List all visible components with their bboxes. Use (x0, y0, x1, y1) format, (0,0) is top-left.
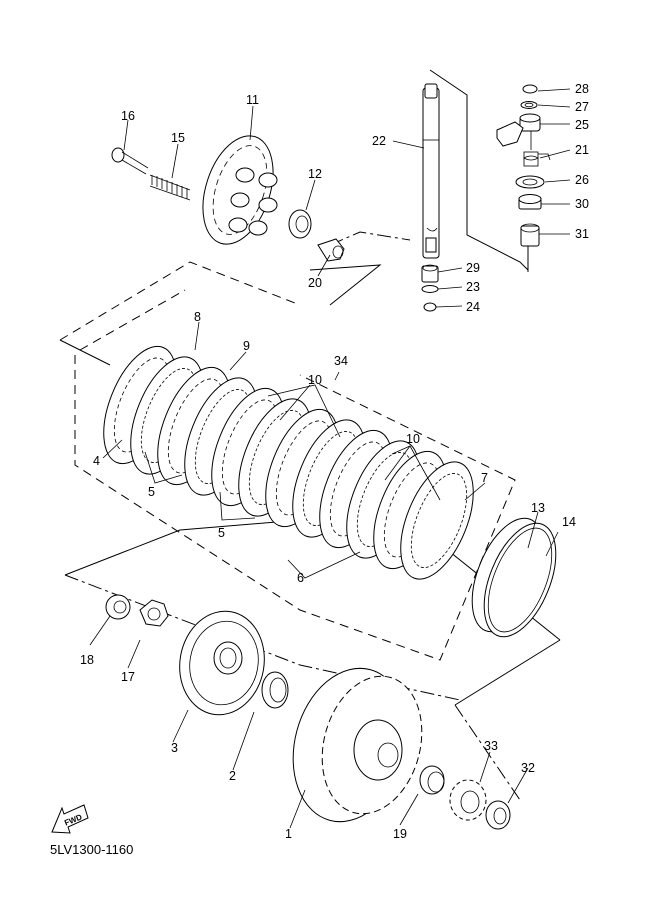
callout-4: 4 (93, 454, 100, 468)
callout-34: 34 (334, 354, 348, 368)
clutch-bolt (111, 147, 149, 175)
callout-18: 18 (80, 653, 94, 667)
callout-19: 19 (393, 827, 407, 841)
callout-labels: 1 2 3 4 5 5 6 7 8 9 10 10 11 12 13 14 15… (80, 82, 589, 841)
callout-5b: 5 (218, 526, 225, 540)
callout-2: 2 (229, 769, 236, 783)
callout-16: 16 (121, 109, 135, 123)
callout-8: 8 (194, 310, 201, 324)
callout-23: 23 (466, 280, 480, 294)
callout-3: 3 (171, 741, 178, 755)
small-parts-below-shaft (421, 264, 439, 312)
push-lever-shaft (422, 83, 440, 259)
callout-9: 9 (243, 339, 250, 353)
callout-32: 32 (521, 761, 535, 775)
rings-13-14 (471, 517, 557, 638)
callout-13: 13 (531, 501, 545, 515)
callout-21: 21 (575, 143, 589, 157)
clutch-spring (149, 174, 191, 201)
callout-10b: 10 (406, 432, 420, 446)
callout-30: 30 (575, 197, 589, 211)
callout-22: 22 (372, 134, 386, 148)
pressure-plate-group (111, 135, 345, 262)
callout-5a: 5 (148, 485, 155, 499)
clutch-plate (400, 461, 474, 580)
callout-1: 1 (285, 827, 292, 841)
diagram-reference-code: 5LV1300-1160 (50, 842, 134, 857)
plate-inner-teeth (410, 473, 468, 568)
forward-direction-arrow: FWD (51, 804, 89, 834)
lever-parts-column (496, 84, 551, 247)
callout-27: 27 (575, 100, 589, 114)
callout-25: 25 (575, 118, 589, 132)
callout-7: 7 (481, 471, 488, 485)
callout-26: 26 (575, 173, 589, 187)
callout-11: 11 (246, 93, 259, 107)
leader-lines (89, 88, 571, 829)
callout-15: 15 (171, 131, 185, 145)
callout-10a: 10 (308, 373, 322, 387)
callout-28: 28 (575, 82, 589, 96)
callout-20: 20 (308, 276, 322, 290)
callout-12: 12 (308, 167, 322, 181)
clutch-plate-stack (103, 345, 474, 580)
lower-parts (105, 594, 511, 830)
callout-6: 6 (297, 571, 304, 585)
callout-17: 17 (121, 670, 135, 684)
callout-29: 29 (466, 261, 480, 275)
callout-24: 24 (466, 300, 480, 314)
callout-33: 33 (484, 739, 498, 753)
callout-14: 14 (562, 515, 576, 529)
callout-31: 31 (575, 227, 589, 241)
